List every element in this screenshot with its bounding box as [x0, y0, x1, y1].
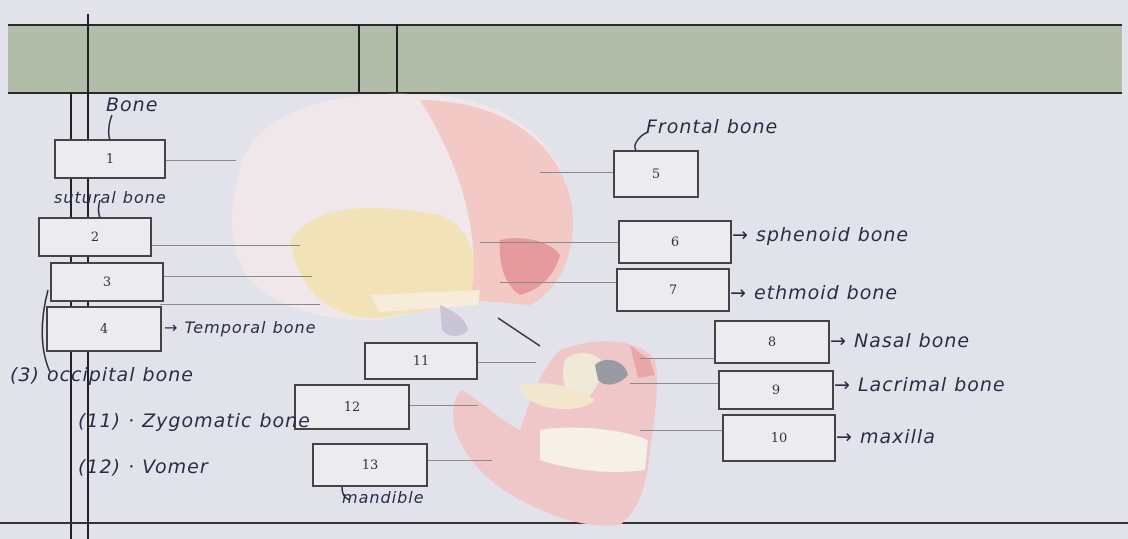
- label-number: 1: [106, 152, 114, 167]
- leader-line-6: [480, 242, 618, 243]
- leader-line-1: [166, 160, 236, 161]
- note-nasal-bone: → Nasal bone: [830, 330, 970, 352]
- note-lacrimal-bone: → Lacrimal bone: [834, 374, 1006, 396]
- leader-line-13: [426, 460, 492, 461]
- label-number: 7: [669, 283, 677, 298]
- label-number: 11: [413, 354, 430, 369]
- note-zygomatic-bone: (11) · Zygomatic bone: [78, 410, 311, 432]
- label-box-2: 2: [38, 217, 152, 257]
- leader-line-11: [476, 362, 536, 363]
- leader-line-4: [160, 304, 320, 305]
- leader-line-8: [640, 358, 716, 359]
- note-occipital-bone: (3) occipital bone: [10, 364, 194, 386]
- leader-line-2: [150, 245, 300, 246]
- note-mandible: mandible: [342, 488, 425, 507]
- label-box-5: 5: [613, 150, 699, 198]
- label-box-4: 4: [46, 306, 162, 352]
- note-ethmoid-bone: → ethmoid bone: [730, 282, 898, 304]
- leader-line-12: [408, 405, 478, 406]
- note-bone: Bone: [106, 94, 158, 116]
- label-box-1: 1: [54, 139, 166, 179]
- label-box-6: 6: [618, 220, 732, 264]
- label-box-9: 9: [718, 370, 834, 410]
- label-number: 6: [671, 235, 679, 250]
- note-sutural-bone: sutural bone: [54, 188, 167, 207]
- leader-line-9: [630, 383, 720, 384]
- label-box-10: 10: [722, 414, 836, 462]
- label-number: 10: [771, 431, 788, 446]
- label-box-3: 3: [50, 262, 164, 302]
- label-number: 2: [91, 230, 99, 245]
- leader-line-3: [162, 276, 312, 277]
- label-box-8: 8: [714, 320, 830, 364]
- leader-line-5: [540, 172, 614, 173]
- note-sphenoid-bone: → sphenoid bone: [732, 224, 909, 246]
- note-vomer: (12) · Vomer: [78, 456, 209, 478]
- leader-line-7: [500, 282, 618, 283]
- label-number: 9: [772, 383, 780, 398]
- label-box-13: 13: [312, 443, 428, 487]
- label-number: 3: [103, 275, 111, 290]
- label-box-11: 11: [364, 342, 478, 380]
- note-temporal-bone: → Temporal bone: [164, 318, 317, 337]
- leader-line-10: [640, 430, 722, 431]
- label-number: 5: [652, 167, 660, 182]
- label-box-7: 7: [616, 268, 730, 312]
- note-maxilla: → maxilla: [836, 426, 936, 448]
- label-number: 8: [768, 335, 776, 350]
- label-number: 13: [362, 458, 379, 473]
- note-frontal-bone: Frontal bone: [646, 116, 778, 138]
- label-number: 4: [100, 322, 108, 337]
- label-box-12: 12: [294, 384, 410, 430]
- label-number: 12: [344, 400, 361, 415]
